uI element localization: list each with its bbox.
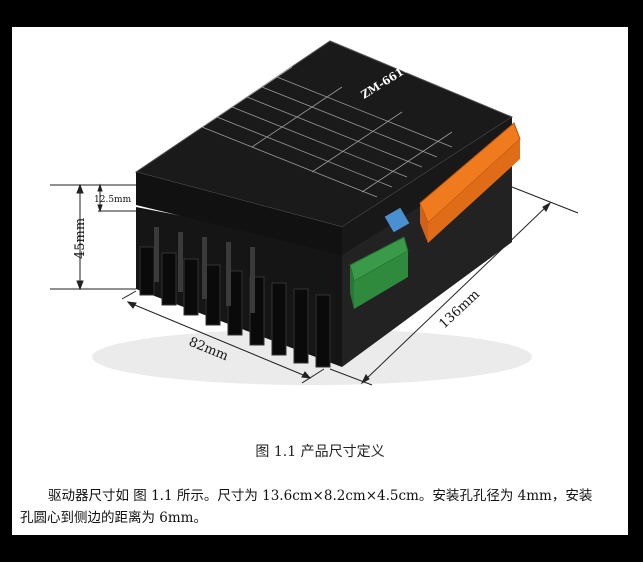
height-dimension [50, 183, 136, 291]
length-dimension [329, 186, 579, 386]
product-dimension-figure: ZM-6610M 45mm 12 [50, 40, 579, 386]
orange-terminal-block [419, 122, 521, 243]
heatsink [136, 147, 512, 368]
document-page: ZM-6610M 45mm 12 [12, 27, 628, 535]
figure-caption: 图 1.1 产品尺寸定义 [255, 444, 385, 460]
width-dimension [121, 290, 325, 384]
body-paragraph: 驱动器尺寸如 图 1.1 所示。尺寸为 13.6cm×8.2cm×4.5cm。安… [20, 485, 620, 529]
driver-top-panel: ZM-6610M [134, 40, 514, 255]
dip-switch [384, 207, 410, 233]
green-terminal-block [349, 236, 409, 309]
paragraph-line-2: 孔圆心到侧边的距离为 6mm。 [20, 510, 207, 526]
paragraph-line-1: 驱动器尺寸如 图 1.1 所示。尺寸为 13.6cm×8.2cm×4.5cm。安… [48, 488, 593, 504]
length-label: 136mm [436, 287, 482, 332]
hole-offset-label: 12.5mm [94, 195, 132, 205]
height-label: 45mm [73, 218, 88, 259]
